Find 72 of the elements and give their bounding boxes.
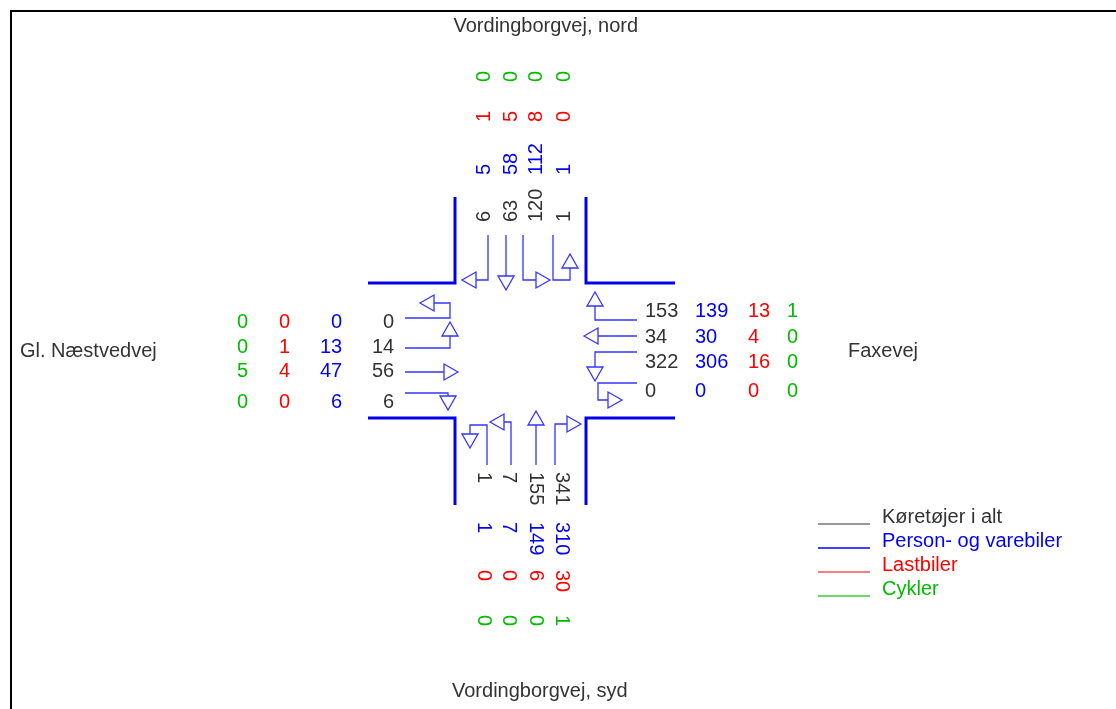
count-number: 341 <box>553 472 573 506</box>
count-number: 8 <box>525 110 545 122</box>
count-number: 0 <box>787 351 799 371</box>
count-number: 1 <box>787 300 799 320</box>
count-number: 112 <box>525 143 545 175</box>
count-number: 16 <box>748 351 771 371</box>
count-number: 0 <box>383 311 395 331</box>
count-number: 1 <box>475 472 495 484</box>
count-number: 149 <box>527 522 547 556</box>
count-number: 0 <box>475 570 495 582</box>
count-number: 120 <box>525 188 545 222</box>
count-number: 1 <box>553 615 573 627</box>
road-name: Gl. Næstvedvej <box>20 340 157 360</box>
count-number: 322 <box>645 351 679 371</box>
count-number: 153 <box>645 300 679 320</box>
count-number: 0 <box>237 336 249 356</box>
road-name: Faxevej <box>848 340 919 360</box>
count-number: 47 <box>320 360 343 380</box>
count-number: 5 <box>237 360 249 380</box>
count-number: 0 <box>525 70 545 82</box>
count-number: 5 <box>473 163 493 175</box>
count-number: 155 <box>527 472 547 506</box>
count-number: 0 <box>553 70 573 82</box>
count-number: 58 <box>500 152 520 175</box>
count-number: 0 <box>787 326 799 346</box>
count-number: 0 <box>553 110 573 122</box>
legend-label: Person- og varebiler <box>882 530 1063 550</box>
count-number: 0 <box>787 380 799 400</box>
count-number: 13 <box>320 336 343 356</box>
legend-label: Køretøjer i alt <box>882 506 1003 526</box>
count-number: 0 <box>748 380 760 400</box>
road-name: Vordingborgvej, nord <box>453 15 639 35</box>
count-number: 0 <box>237 311 249 331</box>
count-number: 13 <box>748 300 771 320</box>
count-number: 310 <box>553 522 573 556</box>
count-number: 4 <box>279 360 291 380</box>
count-number: 1 <box>475 522 495 534</box>
count-number: 34 <box>645 326 668 346</box>
count-number: 0 <box>473 70 493 82</box>
count-number: 0 <box>500 70 520 82</box>
count-number: 0 <box>237 391 249 411</box>
count-number: 7 <box>500 522 520 534</box>
road-name: Vordingborgvej, syd <box>452 680 628 700</box>
legend-label: Cykler <box>882 578 939 598</box>
legend-label: Lastbiler <box>882 554 958 574</box>
count-number: 6 <box>473 210 493 222</box>
count-number: 4 <box>748 326 760 346</box>
count-number: 6 <box>331 391 343 411</box>
count-number: 0 <box>331 311 343 331</box>
count-number: 0 <box>645 380 657 400</box>
count-number: 1 <box>279 336 291 356</box>
count-number: 0 <box>279 391 291 411</box>
count-number: 0 <box>500 570 520 582</box>
count-number: 5 <box>500 110 520 122</box>
count-number: 0 <box>475 615 495 627</box>
count-number: 306 <box>695 351 729 371</box>
count-number: 0 <box>279 311 291 331</box>
count-number: 1 <box>553 210 573 222</box>
count-number: 6 <box>383 391 395 411</box>
count-number: 63 <box>500 199 520 222</box>
count-number: 1 <box>553 163 573 175</box>
count-number: 1 <box>473 110 493 122</box>
count-number: 0 <box>695 380 707 400</box>
count-number: 139 <box>695 300 729 320</box>
count-number: 0 <box>527 615 547 627</box>
count-number: 30 <box>553 570 573 593</box>
count-number: 0 <box>500 615 520 627</box>
count-number: 6 <box>527 570 547 582</box>
count-number: 7 <box>500 472 520 484</box>
count-number: 30 <box>695 326 718 346</box>
count-number: 14 <box>372 336 395 356</box>
count-number: 56 <box>372 360 395 380</box>
